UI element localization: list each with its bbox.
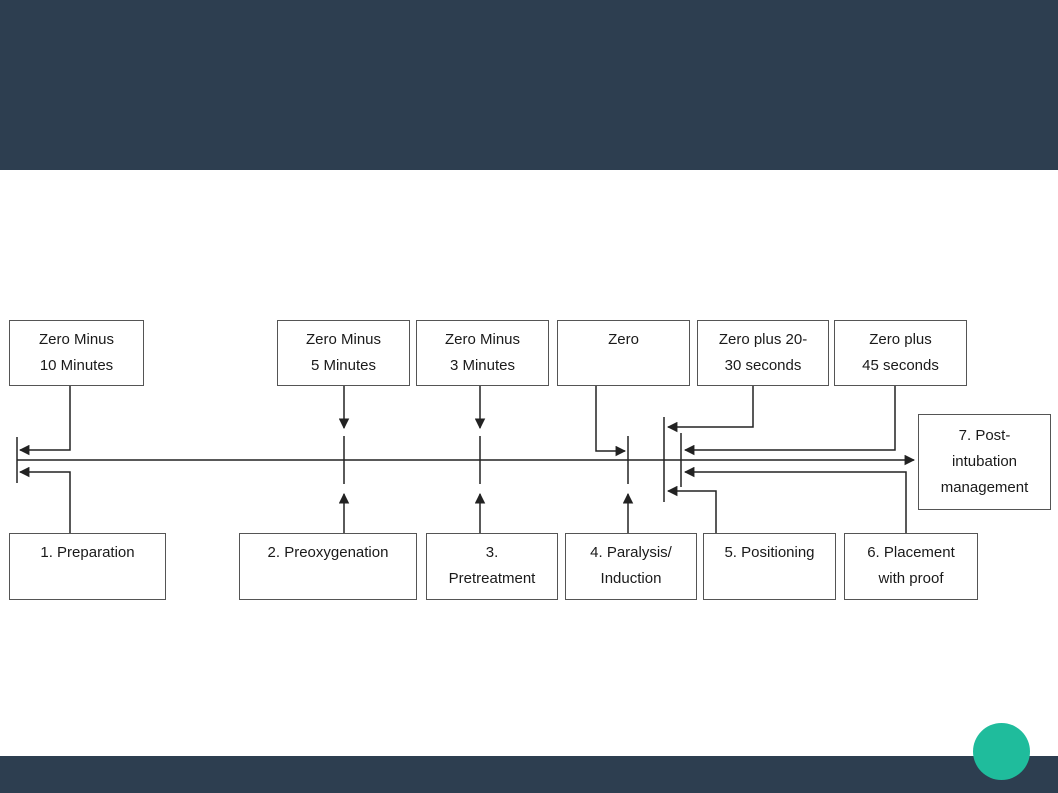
step-box-5: 5. Positioning [703, 533, 836, 600]
connector-step-6 [683, 466, 907, 533]
connector-time-4 [595, 386, 627, 457]
header-band [0, 0, 1058, 170]
step-box-4: 4. Paralysis/ Induction [565, 533, 697, 600]
step-box-2: 2. Preoxygenation [239, 533, 417, 600]
accent-circle [973, 723, 1030, 780]
timeline-connectors [16, 386, 916, 533]
step-box-3: 3. Pretreatment [426, 533, 558, 600]
step-box-6: 6. Placement with proof [844, 533, 978, 600]
time-box-5: Zero plus 20- 30 seconds [697, 320, 829, 386]
connector-time-1 [18, 386, 71, 456]
step-box-7: 7. Post- intubation management [918, 414, 1051, 510]
time-box-3: Zero Minus 3 Minutes [416, 320, 549, 386]
time-box-4: Zero [557, 320, 690, 386]
time-box-1: Zero Minus 10 Minutes [9, 320, 144, 386]
intubation-timeline-diagram: Zero Minus 10 Minutes Zero Minus 5 Minut… [0, 300, 1058, 620]
footer-band [0, 756, 1058, 793]
connector-step-5 [666, 485, 717, 533]
connector-time-6 [683, 386, 896, 456]
time-box-6: Zero plus 45 seconds [834, 320, 967, 386]
connector-time-5 [666, 386, 754, 433]
step-box-1: 1. Preparation [9, 533, 166, 600]
time-box-2: Zero Minus 5 Minutes [277, 320, 410, 386]
connector-step-1 [18, 466, 71, 533]
